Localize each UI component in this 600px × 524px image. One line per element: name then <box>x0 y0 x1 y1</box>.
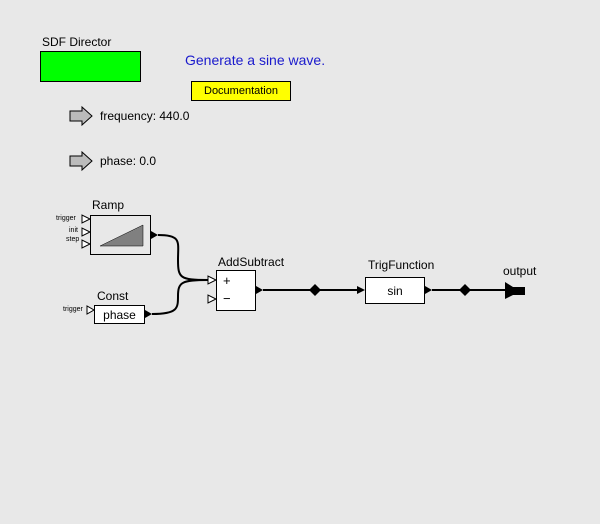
annotation-title: Generate a sine wave. <box>185 52 326 68</box>
ramp-label: Ramp <box>92 198 125 212</box>
const-actor[interactable]: phase <box>94 305 145 324</box>
const-value: phase <box>103 308 136 322</box>
trigfunction-label: TrigFunction <box>368 258 435 272</box>
output-label: output <box>503 264 537 278</box>
addsubtract-plus-port[interactable] <box>207 275 218 285</box>
addsubtract-label: AddSubtract <box>218 255 285 269</box>
addsubtract-output-port[interactable] <box>256 286 263 294</box>
ramp-icon <box>99 224 144 247</box>
relation-diamond[interactable] <box>459 284 471 296</box>
const-label: Const <box>97 289 129 303</box>
sdf-director[interactable] <box>40 51 141 82</box>
ramp-port-label-trigger: trigger <box>56 215 76 222</box>
ramp-port-label-step: step <box>66 236 80 243</box>
frequency-param[interactable]: frequency: 440.0 <box>100 109 190 123</box>
minus-sign: − <box>223 291 231 306</box>
relation-diamond[interactable] <box>309 284 321 296</box>
phase-param-icon[interactable] <box>69 150 93 172</box>
ramp-port-label-init: init <box>69 227 78 234</box>
ramp-input-ports[interactable] <box>81 214 92 249</box>
trig-value: sin <box>387 284 403 298</box>
connections[interactable] <box>151 234 505 315</box>
addsubtract-actor[interactable]: + − <box>216 270 256 311</box>
const-trigger-port[interactable] <box>86 305 96 315</box>
plus-sign: + <box>223 273 231 288</box>
const-output-port[interactable] <box>145 310 152 318</box>
trigfunction-actor[interactable]: sin <box>365 277 425 304</box>
phase-param[interactable]: phase: 0.0 <box>100 154 157 168</box>
documentation-button[interactable]: Documentation <box>191 81 291 101</box>
ramp-actor[interactable] <box>90 215 151 255</box>
addsubtract-minus-port[interactable] <box>207 294 218 304</box>
output-port-icon[interactable] <box>505 282 525 299</box>
ramp-output-port[interactable] <box>151 231 158 239</box>
director-label: SDF Director <box>42 35 112 49</box>
trig-output-port[interactable] <box>425 286 432 294</box>
const-port-label-trigger: trigger <box>63 306 83 313</box>
trig-input-port[interactable] <box>357 286 365 294</box>
frequency-param-icon[interactable] <box>69 105 93 127</box>
